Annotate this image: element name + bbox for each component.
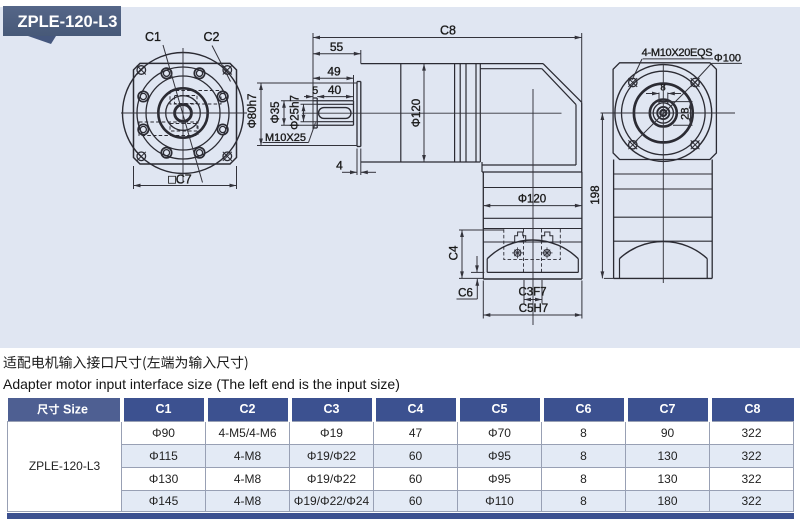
svg-text:M10X25: M10X25	[265, 132, 306, 144]
svg-text:C6: C6	[458, 288, 473, 300]
svg-text:4-M10X20EQS: 4-M10X20EQS	[642, 47, 713, 59]
svg-text:C5H7: C5H7	[519, 303, 548, 315]
svg-text:49: 49	[327, 65, 341, 79]
svg-text:5: 5	[312, 85, 318, 97]
svg-text:198: 198	[590, 185, 602, 204]
svg-text:Φ35: Φ35	[270, 102, 282, 124]
svg-text:55: 55	[330, 40, 344, 54]
svg-text:Φ120: Φ120	[518, 194, 546, 206]
svg-text:Φ25h7: Φ25h7	[290, 95, 302, 130]
svg-text:Φ120: Φ120	[411, 99, 423, 127]
svg-text:C8: C8	[440, 24, 456, 38]
svg-text:28: 28	[679, 108, 691, 120]
svg-text:C1: C1	[145, 30, 161, 44]
svg-text:□C7: □C7	[168, 173, 192, 187]
svg-text:C4: C4	[449, 245, 461, 260]
svg-text:40: 40	[328, 83, 342, 97]
svg-text:Φ80h7: Φ80h7	[247, 94, 259, 129]
svg-text:C3F7: C3F7	[518, 286, 546, 298]
svg-text:4: 4	[336, 159, 343, 173]
svg-text:Size: Size	[63, 402, 88, 416]
svg-text:C2: C2	[204, 30, 220, 44]
svg-text:ZPLE-120-L3: ZPLE-120-L3	[18, 13, 118, 31]
svg-text:Φ100: Φ100	[714, 53, 741, 65]
